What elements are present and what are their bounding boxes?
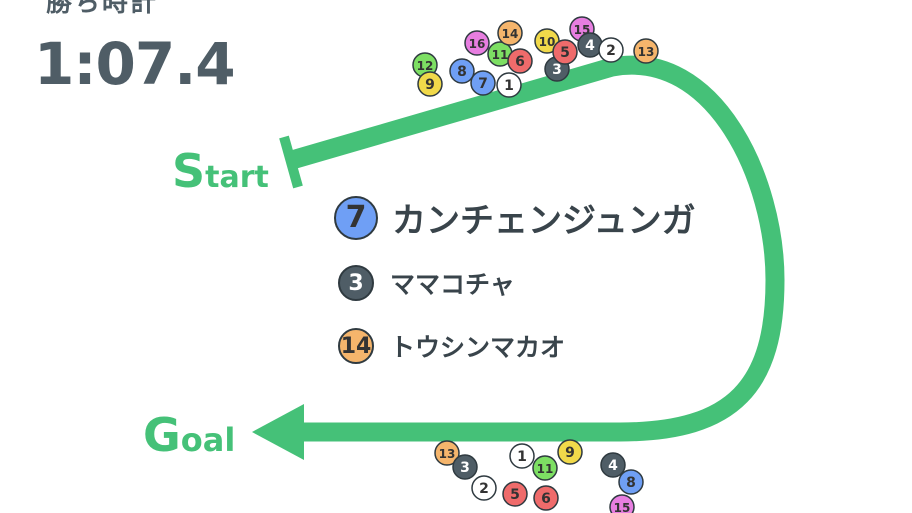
horse-marker: 7 — [470, 70, 496, 96]
horse-marker-number: 13 — [638, 45, 655, 59]
horse-marker-circle — [618, 469, 644, 495]
horse-marker: 3 — [452, 454, 478, 480]
horse-marker: 6 — [533, 485, 559, 511]
horse-number-badge: 3 — [338, 265, 374, 301]
horse-marker-circle — [633, 38, 659, 64]
horse-marker-circle — [470, 70, 496, 96]
goal-arrow-icon — [252, 404, 304, 460]
horse-marker-number: 5 — [510, 487, 520, 503]
horse-marker-number: 6 — [515, 54, 525, 70]
result-first-place: 7 カンチェンジュンガ — [334, 193, 696, 242]
horse-marker-number: 1 — [517, 449, 527, 465]
horse-marker: 12 — [412, 52, 438, 78]
horse-marker: 6 — [507, 48, 533, 74]
track-path — [289, 55, 785, 442]
horse-marker: 1 — [496, 72, 522, 98]
horse-marker-number: 7 — [478, 76, 488, 92]
horse-marker: 10 — [534, 28, 560, 54]
horse-marker: 14 — [497, 20, 523, 46]
horse-marker: 15 — [609, 494, 635, 513]
horse-marker-circle — [496, 72, 522, 98]
horse-marker-number: 8 — [457, 64, 467, 80]
horse-marker: 2 — [471, 475, 497, 501]
horse-marker-circle — [557, 439, 583, 465]
horse-marker-number: 15 — [614, 501, 631, 513]
horse-marker-number: 11 — [492, 48, 509, 62]
horse-marker-number: 9 — [425, 77, 435, 93]
horse-marker: 4 — [600, 452, 626, 478]
horse-marker-circle — [533, 485, 559, 511]
winning-time-label: 勝ち時計 — [46, 0, 159, 18]
horse-number-badge: 7 — [334, 195, 378, 240]
goal-label-initial: G — [143, 408, 181, 462]
horse-marker-circle — [598, 37, 624, 63]
horse-marker-number: 13 — [439, 447, 456, 461]
horse-marker-circle — [497, 20, 523, 46]
start-bar — [279, 135, 303, 189]
horse-marker: 11 — [487, 41, 513, 67]
horse-marker-number: 9 — [565, 445, 575, 461]
horse-marker: 13 — [633, 38, 659, 64]
horse-marker: 2 — [598, 37, 624, 63]
horse-marker-number: 8 — [626, 475, 636, 491]
goal-label-rest: oal — [180, 421, 236, 459]
horse-marker-number: 10 — [539, 35, 556, 49]
horse-marker-circle — [449, 58, 475, 84]
horse-name: ママコチャ — [390, 270, 515, 299]
horse-marker: 4 — [577, 32, 603, 58]
horse-marker-number: 11 — [537, 462, 554, 476]
horse-marker-circle — [600, 452, 626, 478]
result-third-place: 14 トウシンマカオ — [338, 328, 565, 364]
horse-marker: 5 — [552, 39, 578, 65]
horse-marker-circle — [464, 30, 490, 56]
horse-marker-circle — [471, 475, 497, 501]
horse-marker: 5 — [502, 481, 528, 507]
horse-marker-number: 2 — [479, 481, 489, 497]
horse-marker-circle — [417, 71, 443, 97]
horse-marker-number: 12 — [417, 59, 434, 73]
horse-marker: 13 — [434, 440, 460, 466]
horse-marker-number: 3 — [552, 62, 562, 78]
horse-number-badge: 14 — [338, 328, 374, 364]
horse-marker-number: 2 — [606, 43, 616, 59]
result-second-place: 3 ママコチャ — [338, 265, 515, 301]
horse-marker: 9 — [417, 71, 443, 97]
winning-time: 1:07.4 — [34, 30, 236, 98]
horse-marker-number: 1 — [504, 78, 514, 94]
horse-marker-circle — [552, 39, 578, 65]
start-label-initial: S — [172, 144, 206, 198]
horse-name: トウシンマカオ — [390, 333, 566, 362]
horse-marker-number: 3 — [460, 460, 470, 476]
horse-marker: 11 — [532, 455, 558, 481]
race-track — [252, 55, 785, 460]
horse-marker-number: 4 — [585, 38, 595, 54]
horse-marker: 9 — [557, 439, 583, 465]
horse-marker-number: 16 — [469, 37, 486, 51]
horse-name: カンチェンジュンガ — [392, 201, 696, 241]
horse-marker-circle — [532, 455, 558, 481]
start-label-rest: tart — [205, 160, 269, 195]
horse-marker-number: 4 — [608, 458, 618, 474]
horse-marker-circle — [507, 48, 533, 74]
horse-marker-number: 6 — [541, 491, 551, 507]
horse-marker-circle — [502, 481, 528, 507]
start-label: Start — [172, 144, 269, 198]
horse-marker-number: 14 — [502, 27, 519, 41]
horse-marker: 8 — [449, 58, 475, 84]
horse-marker-circle — [452, 454, 478, 480]
horse-marker-circle — [434, 440, 460, 466]
horse-marker-number: 5 — [560, 45, 570, 61]
horse-marker: 16 — [464, 30, 490, 56]
goal-label: Goal — [143, 408, 235, 462]
horse-marker: 1 — [509, 443, 535, 469]
horse-marker: 8 — [618, 469, 644, 495]
horse-marker-circle — [509, 443, 535, 469]
horse-marker-circle — [609, 494, 635, 513]
